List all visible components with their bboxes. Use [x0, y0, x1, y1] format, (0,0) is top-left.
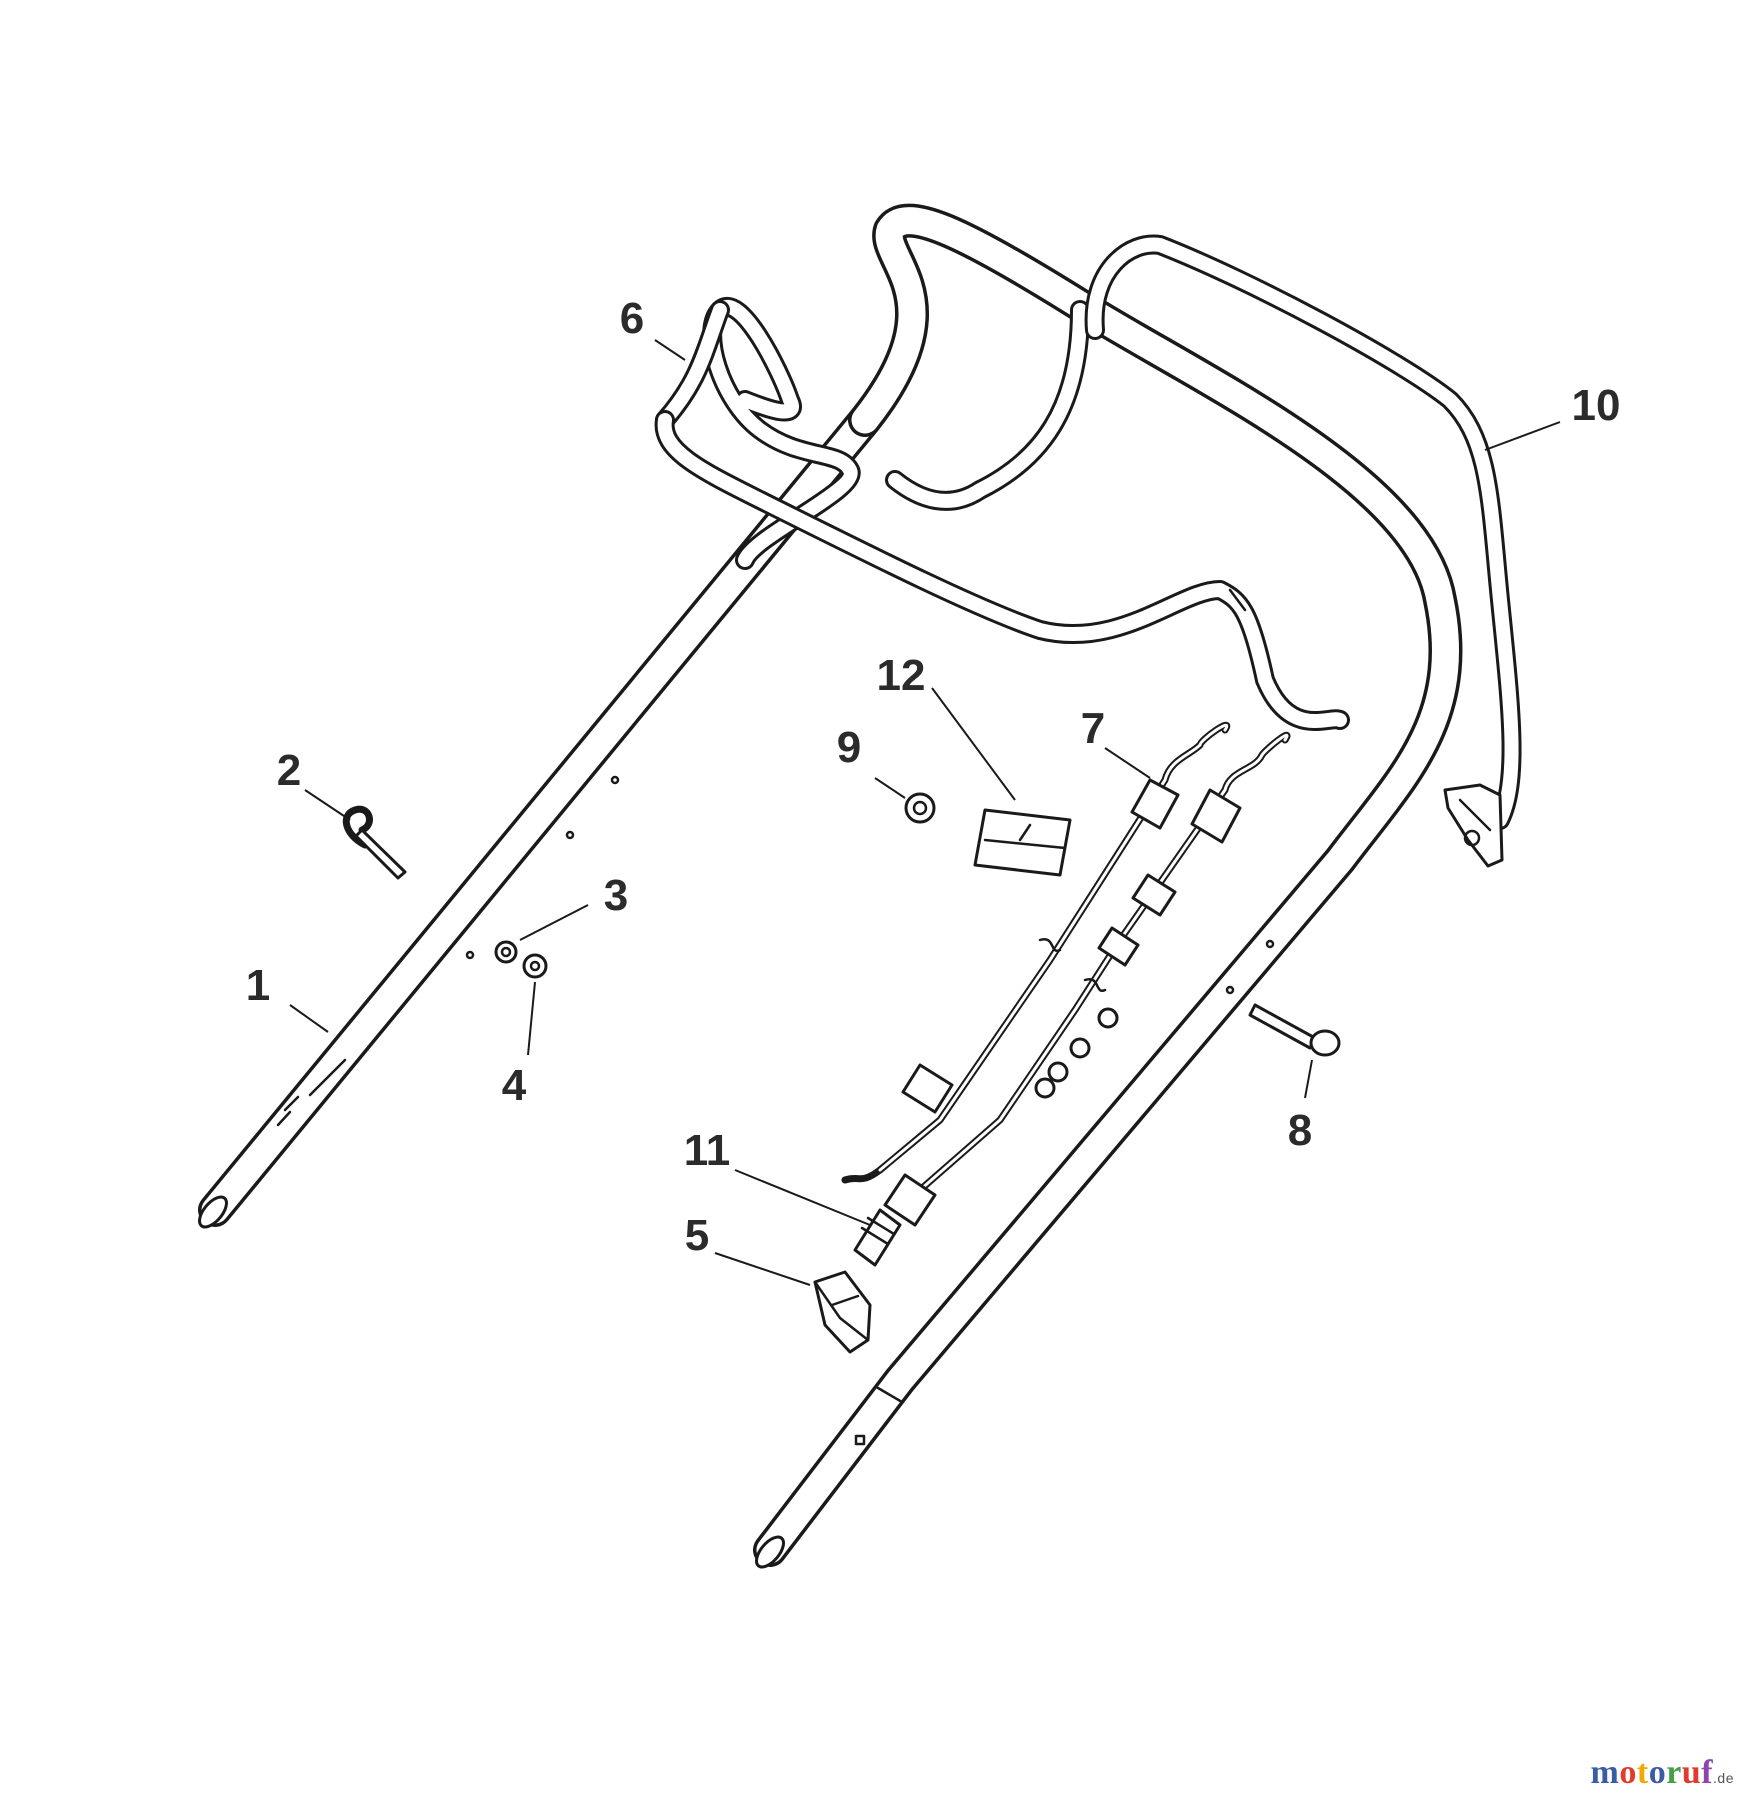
logo-letter: o — [1619, 1754, 1637, 1791]
logo-letter: u — [1681, 1754, 1702, 1791]
part-12-cable-clip — [973, 808, 1072, 877]
logo-letter: m — [1590, 1754, 1620, 1791]
logo-letter: r — [1666, 1754, 1682, 1791]
leader-2 — [304, 789, 351, 821]
part-7-throttle-cable — [841, 721, 1231, 1184]
part-4-nut — [522, 953, 548, 979]
logo-letter: f — [1701, 1754, 1714, 1791]
part-2-eye-bolt — [342, 805, 407, 880]
callout-10: 10 — [1572, 381, 1621, 430]
callout-labels: 1 2 3 4 5 6 7 8 9 10 11 12 — [246, 294, 1621, 1260]
inner-hook — [885, 300, 1090, 511]
leader-1 — [289, 1004, 329, 1033]
callout-7: 7 — [1081, 704, 1105, 753]
leader-lines — [289, 339, 1561, 1286]
callout-12: 12 — [877, 651, 926, 700]
leader-7 — [1104, 747, 1151, 779]
part-6-cable-guide-bracket — [655, 297, 861, 570]
leader-12 — [931, 687, 1016, 801]
left-tube-end-cap — [198, 1195, 228, 1229]
part-5-cable-clamp — [813, 1270, 872, 1354]
part-8-bolt — [1248, 1003, 1341, 1057]
callout-3: 3 — [604, 871, 628, 920]
logo-letter: o — [1648, 1754, 1667, 1791]
leader-11 — [734, 1169, 871, 1226]
leader-8 — [1304, 1059, 1313, 1099]
logo-letter: t — [1636, 1754, 1649, 1791]
callout-2: 2 — [277, 746, 301, 795]
callout-8: 8 — [1288, 1106, 1312, 1155]
part-3-washer — [494, 940, 518, 964]
callout-1: 1 — [246, 961, 270, 1010]
leader-4 — [527, 981, 536, 1056]
callout-11: 11 — [684, 1126, 731, 1175]
right-tube-end-cap — [755, 1535, 785, 1569]
upper-handle-frame — [753, 203, 1463, 1567]
part-10-operator-bail — [1084, 234, 1522, 868]
cable-washers — [1034, 1007, 1119, 1099]
leader-10 — [1484, 421, 1561, 451]
callout-9: 9 — [837, 723, 861, 772]
part-9-nut — [904, 792, 936, 824]
callout-6: 6 — [620, 294, 644, 343]
leader-3 — [519, 904, 589, 941]
leader-9 — [874, 777, 906, 799]
part-11-drive-cable — [853, 731, 1291, 1267]
leader-6 — [654, 339, 686, 361]
logo-tld: .de — [1713, 1770, 1734, 1786]
callout-5: 5 — [685, 1211, 709, 1260]
motoruf-logo: motoruf.de — [1591, 1754, 1734, 1792]
leader-5 — [714, 1252, 811, 1286]
callout-4: 4 — [502, 1061, 527, 1110]
crossbar-rod — [654, 410, 1350, 732]
